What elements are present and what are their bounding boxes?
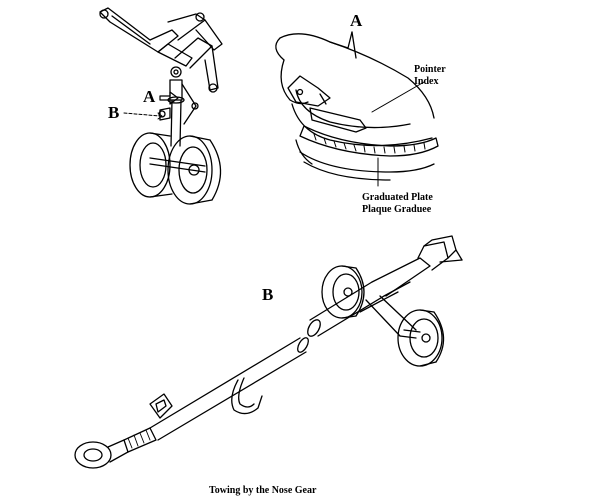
pointer-index-label: Pointer Index: [414, 64, 446, 88]
detail-a-title: A: [350, 11, 363, 30]
callout-a-label: A: [143, 87, 156, 106]
graduated-plate-line-1: Graduated Plate: [362, 192, 433, 203]
graduated-plate-label: Graduated Plate Plaque Graduee: [362, 192, 433, 216]
detail-b-title: B: [262, 285, 274, 304]
callout-b-label: B: [108, 103, 120, 122]
pointer-index-line-1: Pointer: [414, 64, 446, 75]
pointer-index-line-2: Index: [414, 76, 439, 87]
figure-caption: Towing by the Nose Gear: [209, 485, 317, 496]
tow-bar-drawing: [74, 235, 463, 469]
detail-a-drawing: [275, 31, 439, 187]
graduated-plate-line-2: Plaque Graduee: [362, 204, 432, 215]
nose-gear-drawing: [99, 7, 223, 205]
